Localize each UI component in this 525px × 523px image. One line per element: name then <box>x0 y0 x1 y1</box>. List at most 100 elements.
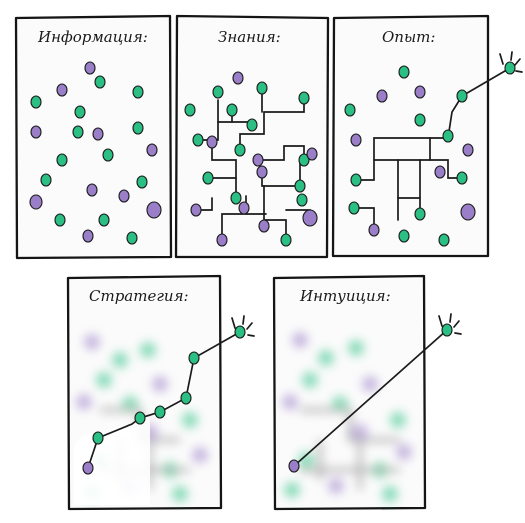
spark-marks <box>499 51 523 73</box>
green-node <box>188 351 200 365</box>
purple-node <box>256 165 268 179</box>
panel-knowledge: Знания: <box>174 14 330 259</box>
green-node <box>414 207 426 221</box>
blurred-green-node <box>284 482 300 498</box>
purple-node <box>460 203 476 221</box>
purple-node <box>82 461 94 475</box>
blurred-purple-node <box>84 334 100 350</box>
green-node <box>350 173 362 187</box>
blurred-network <box>282 332 412 502</box>
green-node <box>54 213 66 227</box>
connection-line <box>207 139 237 179</box>
dot-layer <box>288 323 453 473</box>
dot-layer <box>82 325 246 475</box>
purple-node <box>252 153 264 167</box>
green-node <box>246 118 258 132</box>
connection-line <box>429 159 463 179</box>
connection-line <box>259 145 305 161</box>
blurred-purple-node <box>396 444 412 460</box>
green-node <box>72 125 84 139</box>
green-node <box>344 103 356 117</box>
green-node <box>398 65 410 79</box>
blurred-green-node <box>302 372 318 388</box>
green-node <box>298 91 310 105</box>
green-node <box>230 191 242 205</box>
purple-node <box>29 194 43 210</box>
purple-node <box>462 143 474 157</box>
blurred-green-node <box>382 486 398 502</box>
connection-line <box>197 121 219 141</box>
panel-title: Интуиция: <box>299 287 391 305</box>
green-node <box>504 61 516 75</box>
purple-node <box>434 165 446 179</box>
green-node <box>442 129 454 143</box>
blurred-purple-node <box>292 332 308 348</box>
green-node <box>256 81 268 95</box>
blurred-green-node <box>390 412 406 428</box>
panel-title: Опыт: <box>382 28 435 46</box>
connection-line <box>355 207 375 231</box>
purple-node <box>216 233 228 247</box>
green-node <box>126 231 138 245</box>
green-node <box>298 153 310 167</box>
blurred-green-node <box>140 342 156 358</box>
green-node <box>192 133 204 147</box>
blurred-purple-node <box>76 394 92 410</box>
purple-node <box>146 201 162 219</box>
green-node <box>234 143 246 157</box>
blurred-purple-node <box>328 478 344 494</box>
panel-experience: Опыт: <box>331 14 523 258</box>
spark-line <box>247 334 255 337</box>
dot-layer <box>29 61 162 245</box>
spark-line <box>453 320 460 328</box>
blurred-purple-node <box>192 447 208 463</box>
purple-node <box>84 61 96 75</box>
spark-marks <box>231 315 255 337</box>
purple-node <box>86 183 98 197</box>
green-node <box>234 325 246 339</box>
blurred-purple-node <box>282 394 298 410</box>
purple-node <box>82 229 94 243</box>
green-node <box>398 229 410 243</box>
purple-node <box>56 83 68 97</box>
panel-title: Информация: <box>37 28 148 46</box>
spark-line <box>449 313 452 323</box>
purple-node <box>232 71 244 85</box>
green-node <box>226 103 238 117</box>
purple-node <box>206 135 218 149</box>
green-node <box>30 95 42 109</box>
purple-node <box>258 219 270 233</box>
green-node <box>456 89 468 103</box>
green-node <box>456 171 468 185</box>
spark-line <box>242 315 245 325</box>
green-node <box>212 85 224 99</box>
connection-layer <box>293 329 448 467</box>
blurred-purple-node <box>362 376 378 392</box>
purple-node <box>350 133 362 147</box>
connection-line <box>355 137 431 181</box>
purple-node <box>238 201 250 215</box>
green-node <box>98 213 110 227</box>
connection-line <box>87 331 241 469</box>
dot-layer <box>184 71 318 247</box>
connection-line <box>263 185 287 241</box>
dot-layer <box>344 61 516 247</box>
spark-line <box>231 317 236 329</box>
purple-node <box>118 189 130 203</box>
spark-line <box>510 51 513 61</box>
panel-information: Информация: <box>14 14 173 260</box>
panel-strategy: Стратегия: <box>66 274 255 511</box>
purple-node <box>92 127 104 141</box>
purple-node <box>376 89 388 103</box>
green-node <box>154 405 166 419</box>
connection-layer <box>87 331 241 469</box>
green-node <box>102 148 114 162</box>
purple-node <box>306 147 318 161</box>
blurred-purple-node <box>152 376 168 392</box>
green-node <box>184 103 196 117</box>
spark-marks <box>438 313 462 335</box>
blurred-green-node <box>96 372 112 388</box>
spark-line <box>454 332 462 335</box>
green-node <box>40 173 52 187</box>
green-node <box>414 113 426 127</box>
